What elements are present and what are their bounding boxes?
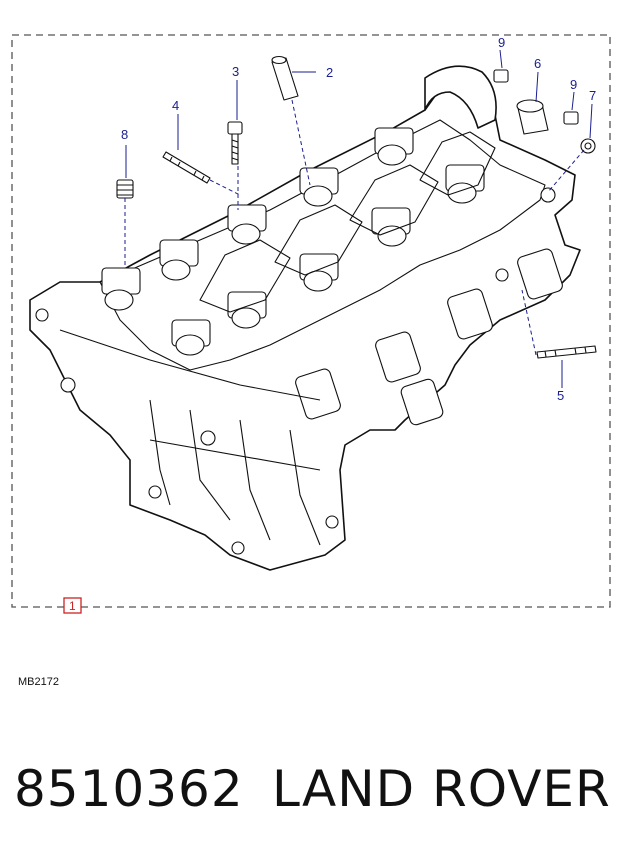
callout-7: 7 bbox=[589, 88, 596, 103]
plug-part bbox=[580, 138, 596, 154]
callout-6: 6 bbox=[534, 56, 541, 71]
cylinder-head-illustration bbox=[29, 65, 581, 571]
callout-4: 4 bbox=[172, 98, 179, 113]
leader-lines bbox=[124, 49, 593, 388]
dowel-tube-part bbox=[271, 55, 299, 101]
callout-1-box: 1 bbox=[63, 597, 82, 614]
part-number: 8510362 bbox=[14, 760, 244, 818]
callout-9-right: 9 bbox=[570, 77, 577, 92]
callout-8: 8 bbox=[121, 127, 128, 142]
parts-diagram: 2 3 4 8 9 6 9 7 5 1 bbox=[11, 34, 611, 614]
callout-2: 2 bbox=[326, 65, 333, 80]
kit-frame bbox=[11, 34, 611, 608]
oil-seal-part bbox=[516, 99, 549, 135]
threaded-insert-part bbox=[116, 179, 134, 199]
figure-code: MB2172 bbox=[18, 676, 59, 688]
bolt-part bbox=[227, 121, 243, 165]
small-plug-part bbox=[493, 69, 579, 125]
stud-part bbox=[162, 151, 211, 184]
stud-part-lower bbox=[536, 345, 597, 359]
callout-1: 1 bbox=[69, 599, 76, 613]
callout-5: 5 bbox=[557, 388, 564, 403]
brand-name: LAND ROVER bbox=[272, 760, 611, 818]
footer: 8510362 LAND ROVER bbox=[14, 760, 614, 840]
callout-3: 3 bbox=[232, 64, 239, 79]
callout-9-top: 9 bbox=[498, 35, 505, 50]
